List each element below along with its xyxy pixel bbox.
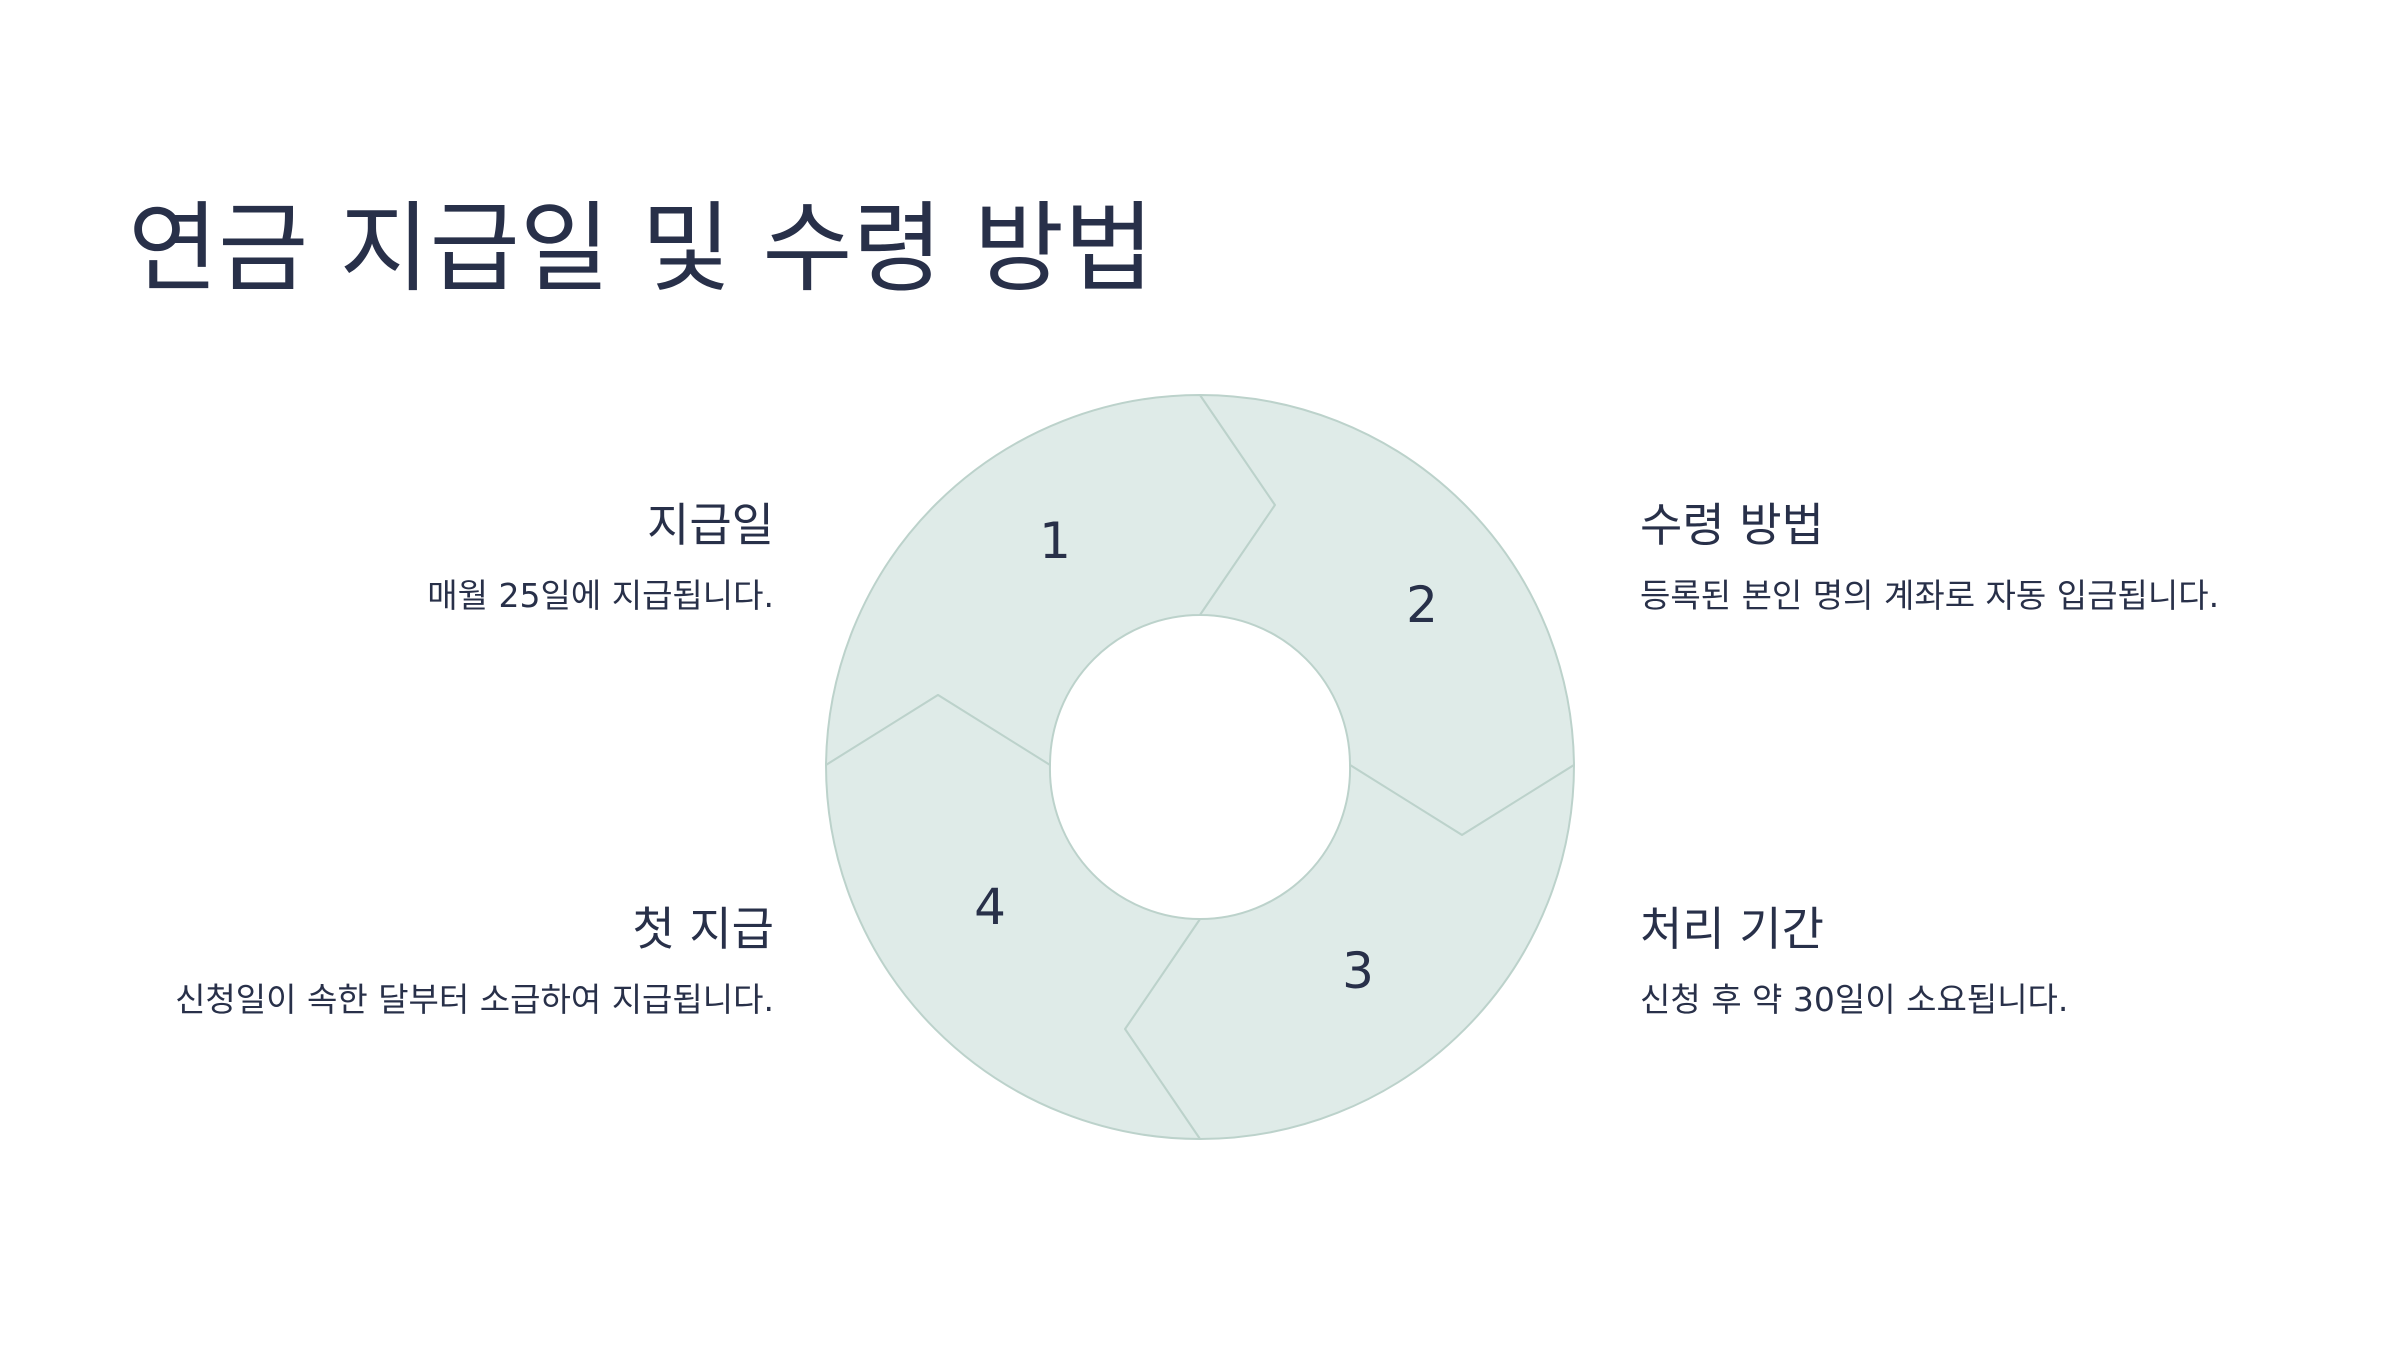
step-heading-4: 첫 지급	[632, 902, 774, 956]
step-text-1: 매월 25일에 지급됩니다.	[427, 576, 774, 616]
cycle-segment-2	[1199, 394, 1575, 836]
step-heading-2: 수령 방법	[1640, 498, 1824, 552]
step-label-3: 처리 기간 신청 후 약 30일이 소요됩니다.	[1640, 902, 2340, 1022]
step-heading-3: 처리 기간	[1640, 902, 1824, 956]
segment-number-1: 1	[1039, 512, 1071, 570]
step-label-1: 지급일 매월 25일에 지급됩니다.	[74, 498, 774, 618]
step-text-3: 신청 후 약 30일이 소요됩니다.	[1640, 980, 2069, 1020]
cycle-segment-1	[825, 394, 1276, 766]
segment-number-2: 2	[1406, 576, 1438, 634]
step-heading-1: 지급일	[647, 498, 774, 552]
step-text-2: 등록된 본인 명의 계좌로 자동 입금됩니다.	[1640, 576, 2220, 616]
step-label-4: 첫 지급 신청일이 속한 달부터 소급하여 지급됩니다.	[74, 902, 774, 1022]
cycle-segment-3	[1124, 764, 1575, 1140]
slide-title: 연금 지급일 및 수령 방법	[128, 192, 1155, 306]
step-text-4: 신청일이 속한 달부터 소급하여 지급됩니다.	[175, 980, 774, 1020]
step-label-2: 수령 방법 등록된 본인 명의 계좌로 자동 입금됩니다.	[1640, 498, 2340, 618]
segment-number-4: 4	[974, 878, 1006, 936]
segment-number-3: 3	[1342, 942, 1374, 1000]
cycle-segment-4	[825, 694, 1201, 1140]
